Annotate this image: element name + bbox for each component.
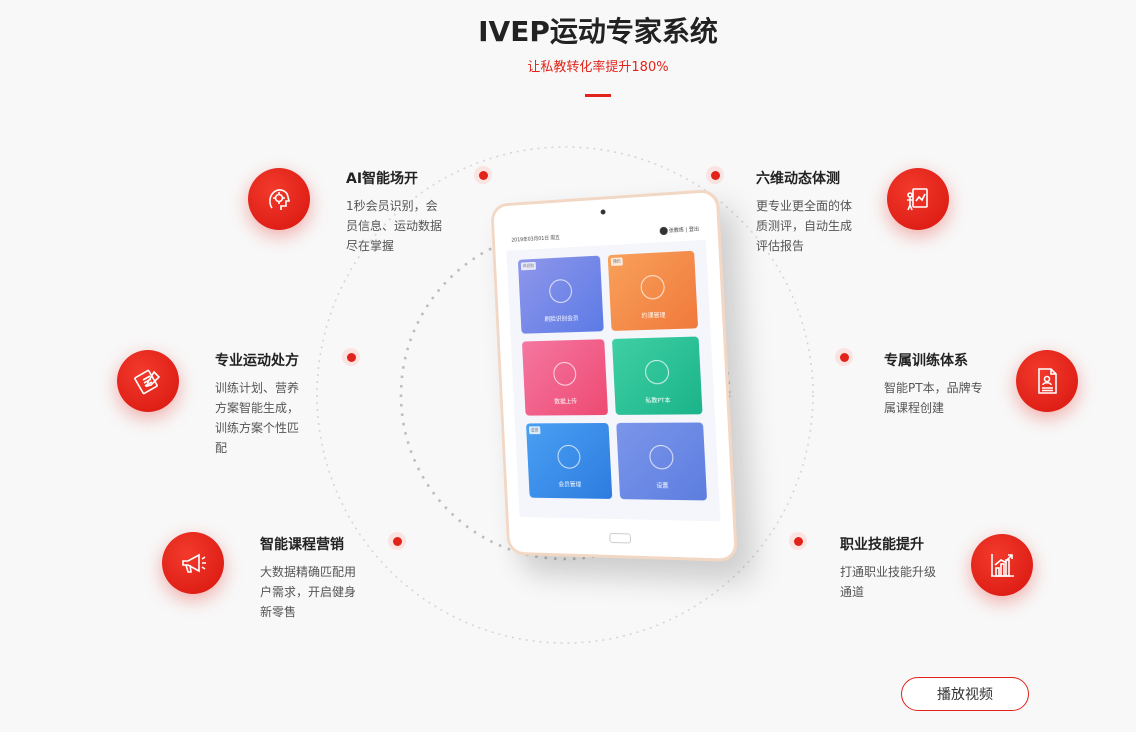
tile-tag: 预约 [610, 257, 623, 266]
upload-icon [552, 361, 577, 386]
tile-tag: AI识别 [520, 261, 536, 271]
megaphone-icon [162, 532, 224, 594]
tablet-device: 2019年03月01日 周五 张教练 | 登出 AI识别 刷脸识别会员 预约 [490, 188, 739, 563]
feature-marketing-title: 智能课程营销 [260, 537, 344, 553]
page-subtitle: 让私教转化率提升180% [527, 60, 669, 75]
tile-face-recognition[interactable]: AI识别 刷脸识别会员 [517, 255, 604, 334]
home-button [609, 532, 632, 544]
feature-skills-desc: 打通职业技能升级通道 [840, 565, 937, 599]
face-icon [548, 278, 573, 304]
feature-training-title: 专属训练体系 [884, 353, 968, 369]
feature-training-desc: 智能PT本，品牌专属课程创建 [884, 381, 983, 415]
feature-dot-marketing [388, 532, 406, 550]
gear-icon [648, 445, 674, 470]
tile-booking[interactable]: 预约 约课管理 [607, 250, 699, 331]
tile-pt-book[interactable]: 私教PT本 [611, 336, 703, 415]
screen-user-text: 张教练 | 登出 [668, 226, 700, 235]
feature-dot-training [835, 348, 853, 366]
feature-prescription-desc: 训练计划、营养方案智能生成，训练方案个性匹配 [215, 381, 300, 455]
tile-label: 私教PT本 [645, 397, 671, 405]
feature-ai: AI智能场开 1秒会员识别，会员信息、运动数据尽在掌握 [346, 168, 476, 256]
vip-icon [556, 444, 581, 469]
tile-label: 会员管理 [558, 481, 582, 489]
feature-dot-prescription [342, 348, 360, 366]
avatar [659, 226, 668, 236]
feature-bodytest: 六维动态体测 更专业更全面的体质测评，自动生成评估报告 [756, 168, 886, 256]
feature-training: 专属训练体系 智能PT本，品牌专属课程创建 [884, 350, 1014, 418]
feature-marketing: 智能课程营销 大数据精确匹配用户需求，开启健身新零售 [260, 534, 390, 622]
feature-prescription: 专业运动处方 训练计划、营养方案智能生成，训练方案个性匹配 [215, 350, 345, 458]
screen-tiles: AI识别 刷脸识别会员 预约 约课管理 数据上传 [506, 240, 720, 511]
feature-dot-bodytest [706, 166, 724, 184]
growth-chart-icon [971, 534, 1033, 596]
camera-dot [600, 209, 606, 215]
title-underline [585, 94, 611, 97]
page-title: IVEP运动专家系统 [478, 15, 718, 48]
feature-dot-skills [789, 532, 807, 550]
tablet-screen: 2019年03月01日 周五 张教练 | 登出 AI识别 刷脸识别会员 预约 [505, 217, 721, 522]
screen-date: 2019年03月01日 周五 [511, 234, 560, 244]
calendar-icon [639, 274, 665, 300]
tile-data-upload[interactable]: 数据上传 [521, 339, 609, 416]
feature-marketing-desc: 大数据精确匹配用户需求，开启健身新零售 [260, 565, 357, 619]
body-test-icon [887, 168, 949, 230]
feature-bodytest-title: 六维动态体测 [756, 171, 840, 187]
feature-ai-desc: 1秒会员识别，会员信息、运动数据尽在掌握 [346, 199, 443, 253]
book-icon [643, 359, 670, 385]
document-icon [1016, 350, 1078, 412]
tile-member-management[interactable]: 会员 会员管理 [526, 422, 613, 499]
tile-label: 约课管理 [641, 312, 666, 320]
feature-bodytest-desc: 更专业更全面的体质测评，自动生成评估报告 [756, 199, 853, 253]
ai-head-icon [248, 168, 310, 230]
tile-settings[interactable]: 设置 [616, 422, 708, 501]
prescription-icon [117, 350, 179, 412]
tile-label: 数据上传 [554, 398, 578, 406]
feature-prescription-title: 专业运动处方 [215, 353, 299, 369]
tile-label: 刷脸识别会员 [544, 315, 579, 324]
play-video-button[interactable]: 播放视频 [901, 677, 1029, 711]
feature-ai-title: AI智能场开 [346, 171, 419, 187]
tile-tag: 会员 [528, 426, 541, 435]
feature-skills-title: 职业技能提升 [840, 537, 924, 553]
feature-dot-ai [474, 166, 492, 184]
screen-user: 张教练 | 登出 [659, 225, 700, 236]
tablet-mockup: 2019年03月01日 周五 张教练 | 登出 AI识别 刷脸识别会员 预约 [478, 188, 739, 570]
tile-label: 设置 [656, 482, 669, 490]
feature-skills: 职业技能提升 打通职业技能升级通道 [840, 534, 970, 602]
